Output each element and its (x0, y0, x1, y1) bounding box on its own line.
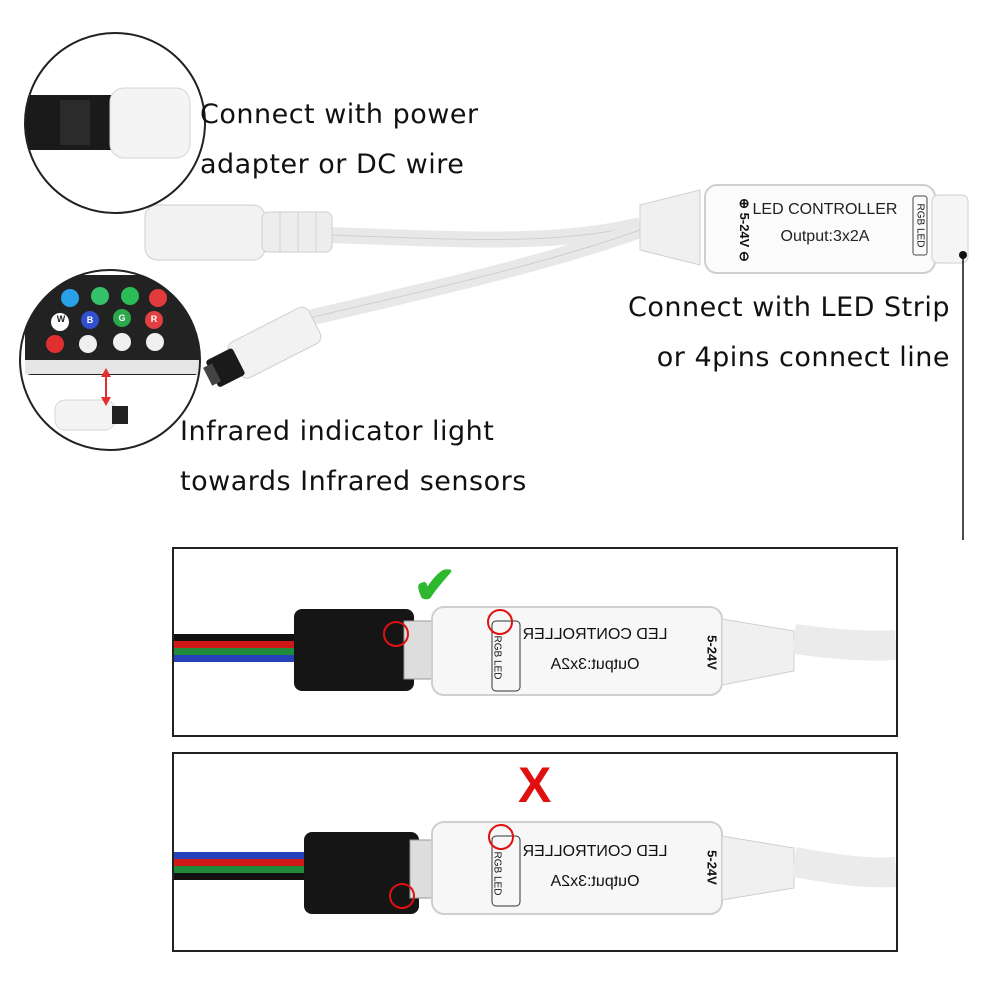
power-label-line-2: adapter or DC wire (200, 149, 465, 180)
correct-controller-output: Output:3x2A (550, 656, 640, 673)
strip-label-line-1: Connect with LED Strip (627, 292, 950, 323)
remote-key-b: B (86, 315, 94, 325)
rgb-led-tag: RGB LED (912, 195, 928, 256)
correct-rgb-tag: RGB LED (491, 635, 503, 680)
remote-inset (19, 269, 201, 451)
product-illustration (19, 32, 969, 540)
leader-line (962, 255, 964, 540)
ir-receiver-plug (203, 306, 322, 387)
dc-female-connector (144, 204, 333, 261)
x-mark-icon: X (518, 757, 552, 813)
correct-panel (172, 547, 898, 737)
infrared-label-line-2: towards Infrared sensors (180, 466, 527, 497)
remote-key-r: R (150, 314, 158, 324)
remote-key-g: G (118, 313, 126, 323)
correct-controller-title: LED CONTROLLER (522, 626, 668, 643)
correct-connection-illustration (174, 606, 896, 696)
incorrect-voltage: 5-24V (704, 850, 720, 885)
power-plug-inset (24, 32, 206, 214)
controller-top (639, 184, 969, 274)
power-label: Connect with power adapter or DC wire (200, 90, 479, 190)
infrared-label-line-1: Infrared indicator light (180, 416, 495, 447)
strip-label: Connect with LED Strip or 4pins connect … (628, 283, 950, 383)
incorrect-rgb-tag: RGB LED (491, 851, 503, 896)
incorrect-controller-title: LED CONTROLLER (522, 843, 668, 860)
correct-voltage: 5-24V (704, 635, 720, 670)
controller-title: LED CONTROLLER (752, 201, 898, 218)
remote-key-w: W (56, 314, 66, 324)
strip-label-line-2: or 4pins connect line (656, 342, 950, 373)
incorrect-controller-output: Output:3x2A (550, 873, 640, 890)
power-label-line-1: Connect with power (200, 99, 479, 130)
infrared-label: Infrared indicator light towards Infrare… (180, 407, 527, 507)
incorrect-panel (172, 752, 898, 952)
controller-output: Output:3x2A (780, 228, 870, 245)
incorrect-connection-illustration (174, 821, 896, 915)
check-mark-icon: ✔ (413, 557, 457, 615)
